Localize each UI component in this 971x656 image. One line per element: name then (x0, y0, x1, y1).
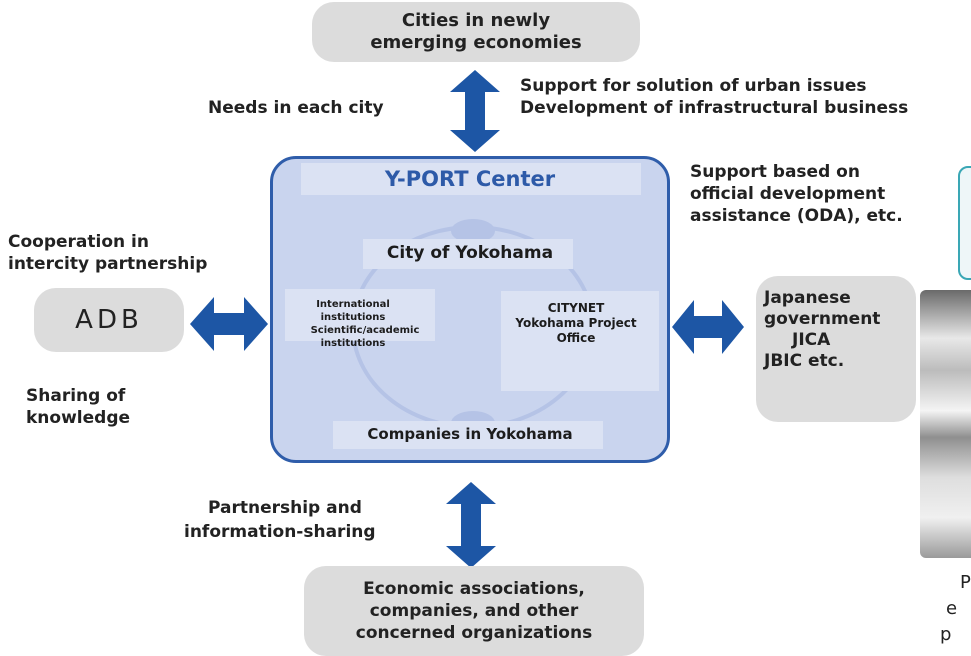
adb-label: ADB (75, 305, 143, 335)
cut-off-text-1: P (960, 572, 971, 593)
center-left-line-1: International institutions (316, 299, 390, 323)
bottom-node-line-2: companies, and other (369, 601, 579, 621)
sharing-label-line-2: knowledge (26, 408, 131, 428)
y-port-center-box: Y-PORT Center City of Yokohama Internati… (270, 156, 670, 463)
bottom-double-arrow (446, 482, 496, 568)
sharing-label-line-1: Sharing of (26, 386, 126, 406)
center-left-line-2: Scientific/academic (310, 325, 420, 336)
partnership-label-line-2: information-sharing (184, 522, 376, 542)
oda-label-line-1: Support based on (690, 162, 860, 182)
support-label-line-1: Support for solution of urban issues (520, 76, 867, 96)
bottom-node-line-3: concerned organizations (355, 623, 593, 643)
center-left-line-3: institutions (320, 338, 386, 349)
bottom-bar (333, 421, 603, 449)
adb-node: ADB (34, 288, 184, 352)
support-label-line-2: Development of infrastructural business (520, 98, 909, 118)
center-right-line-1: CITYNET (547, 301, 605, 315)
government-node: Japanese government JICA JBIC etc. (756, 276, 916, 422)
center-right-line-2: Yokohama Project (515, 316, 637, 330)
cut-off-text-2: e (946, 598, 958, 619)
coop-label-line-2: intercity partnership (8, 254, 208, 274)
top-node-cities: Cities in newly emerging economies (312, 2, 640, 62)
gov-line-1: Japanese (764, 288, 851, 308)
top-double-arrow (450, 70, 500, 152)
bottom-node-line-1: Economic associations, (363, 579, 585, 599)
top-node-line-1: Cities in newly (401, 10, 551, 31)
right-inner-panel (501, 291, 659, 391)
gov-line-3: JICA (792, 330, 831, 350)
center-title: Y-PORT Center (384, 167, 556, 191)
gov-line-4: JBIC etc. (764, 351, 845, 371)
construction-photo (920, 290, 971, 558)
center-right-line-3: Office (556, 331, 596, 345)
center-title-bar (301, 163, 641, 195)
coop-label-line-1: Cooperation in (8, 232, 149, 252)
gov-line-2: government (764, 309, 881, 329)
needs-label: Needs in each city (208, 98, 384, 118)
center-bottom: Companies in Yokohama (367, 425, 573, 443)
bottom-node-economic: Economic associations, companies, and ot… (304, 566, 644, 656)
left-inner-panel (285, 289, 435, 341)
center-right-text: CITYNET Yokohama Project Office (501, 301, 651, 346)
center-city: City of Yokohama (386, 243, 554, 263)
oda-label-line-2: official development (690, 184, 886, 204)
center-left-text: International institutions Scientific/ac… (283, 298, 423, 350)
city-bar (363, 239, 573, 269)
partnership-label-line-1: Partnership and (208, 498, 362, 518)
oda-label-line-3: assistance (ODA), etc. (690, 206, 903, 226)
callout-box (958, 166, 971, 280)
right-double-arrow (672, 300, 744, 354)
cut-off-text-3: p (940, 624, 952, 645)
top-node-line-2: emerging economies (370, 32, 582, 53)
left-double-arrow (190, 297, 268, 351)
